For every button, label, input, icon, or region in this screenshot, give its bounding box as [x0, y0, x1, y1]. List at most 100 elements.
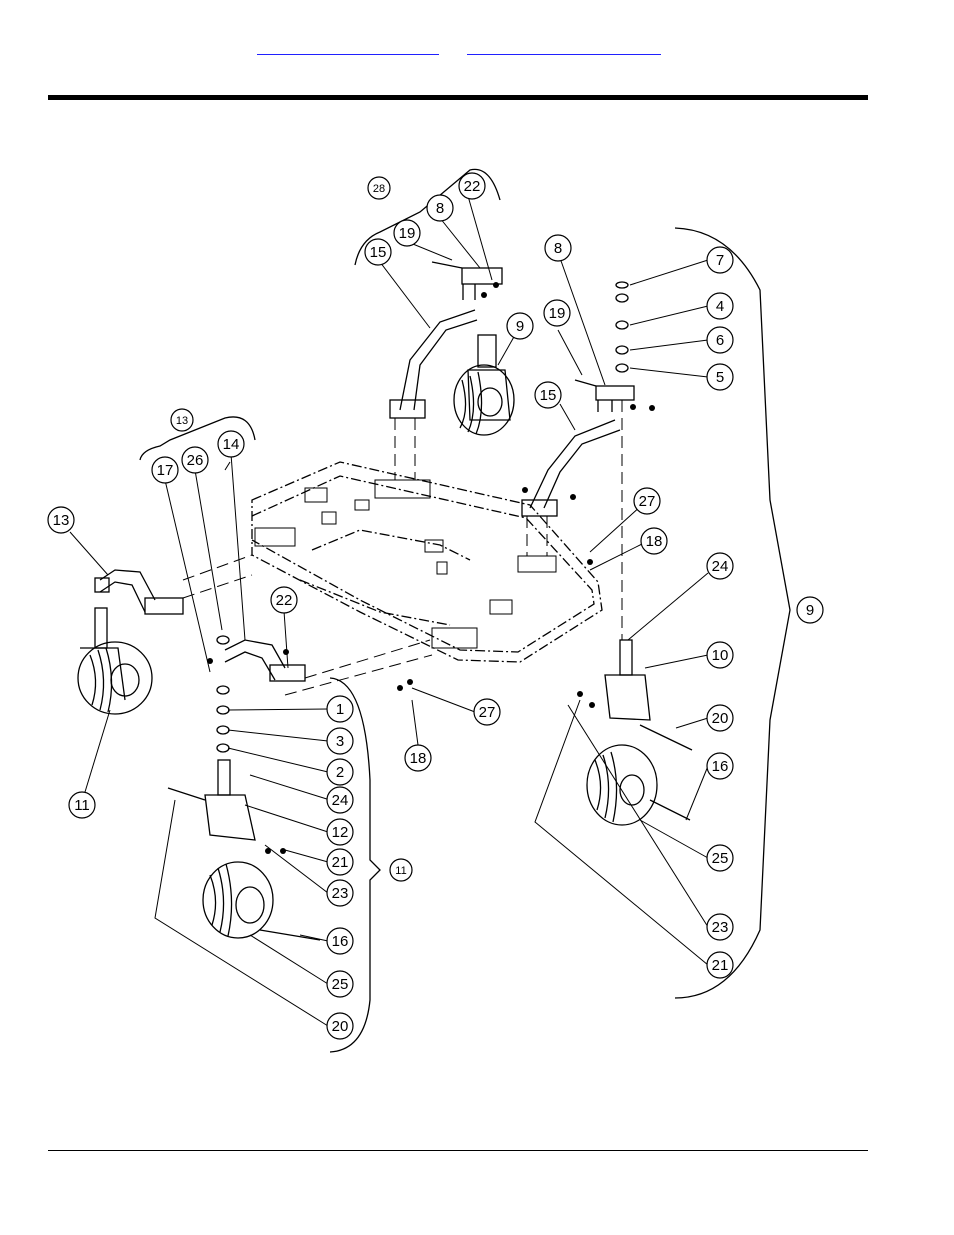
rear-caster-arm-right	[522, 420, 620, 516]
callout-label: 9	[806, 602, 814, 619]
leader-lines	[70, 196, 708, 1026]
callout-label: 3	[336, 733, 344, 750]
callout-9: 9	[797, 597, 823, 623]
spindle-washer-stack-left	[217, 636, 229, 752]
callout-label: 22	[464, 178, 481, 195]
bolt-upper	[432, 262, 462, 268]
callout-12: 12	[327, 819, 353, 845]
callout-15: 15	[365, 239, 391, 265]
caster-wheel-front-right	[587, 640, 692, 825]
callout-19: 19	[394, 220, 420, 246]
callout-label: 20	[712, 710, 729, 727]
callout-label: 24	[712, 558, 729, 575]
callout-label: 17	[157, 462, 174, 479]
callout-13: 13	[171, 409, 193, 431]
bolt-right	[575, 380, 596, 386]
callout-label: 28	[373, 183, 385, 195]
callout-8: 8	[545, 235, 571, 261]
callout-label: 23	[712, 919, 729, 936]
callout-22: 22	[459, 173, 485, 199]
callout-label: 19	[549, 305, 566, 322]
callout-label: 26	[187, 452, 204, 469]
callout-27: 27	[474, 699, 500, 725]
callout-label: 12	[332, 824, 349, 841]
callout-23: 23	[707, 914, 733, 940]
callout-21: 21	[707, 952, 733, 978]
callout-27: 27	[634, 488, 660, 514]
callout-label: 4	[716, 298, 724, 315]
callout-6: 6	[707, 327, 733, 353]
callout-label: 27	[479, 704, 496, 721]
callout-label: 21	[332, 854, 349, 871]
callout-label: 13	[176, 415, 188, 427]
callout-15: 15	[535, 382, 561, 408]
hardware-nuts	[207, 282, 655, 854]
rear-caster-arm-left	[390, 310, 477, 418]
callout-label: 14	[223, 436, 240, 453]
callout-label: 11	[74, 797, 90, 814]
callout-label: 16	[712, 758, 729, 775]
callout-label: 15	[540, 387, 557, 404]
callout-label: 18	[646, 533, 663, 550]
callout-23: 23	[327, 880, 353, 906]
callout-19: 19	[544, 300, 570, 326]
callout-20: 20	[327, 1013, 353, 1039]
callout-label: 13	[53, 512, 70, 529]
callout-11: 11	[69, 792, 95, 818]
front-arm-middle	[225, 640, 305, 681]
callout-25: 25	[707, 845, 733, 871]
callout-label: 16	[332, 933, 349, 950]
callout-20: 20	[707, 705, 733, 731]
callout-10: 10	[707, 642, 733, 668]
callout-21: 21	[327, 849, 353, 875]
callout-4: 4	[707, 293, 733, 319]
callout-label: 27	[639, 493, 656, 510]
callout-25: 25	[327, 971, 353, 997]
callout-label: 24	[332, 792, 349, 809]
callout-label: 9	[516, 318, 524, 335]
callout-label: 25	[332, 976, 349, 993]
callout-18: 18	[405, 745, 431, 771]
callout-9: 9	[507, 313, 533, 339]
callout-24: 24	[707, 553, 733, 579]
callout-label: 8	[554, 240, 562, 257]
callout-label: 6	[716, 332, 724, 349]
callout-28: 28	[368, 177, 390, 199]
callout-label: 7	[716, 252, 724, 269]
callout-17: 17	[152, 457, 178, 483]
callout-18: 18	[641, 528, 667, 554]
callout-14: 14	[218, 431, 244, 457]
callout-label: 11	[395, 865, 406, 877]
assembly-lines	[183, 400, 622, 695]
callout-label: 1	[336, 701, 344, 718]
callout-7: 7	[707, 247, 733, 273]
callout-label: 19	[399, 225, 416, 242]
callout-label: 25	[712, 850, 729, 867]
callout-1: 1	[327, 696, 353, 722]
callout-label: 23	[332, 885, 349, 902]
callout-5: 5	[707, 364, 733, 390]
callout-label: 18	[410, 750, 427, 767]
callout-24: 24	[327, 787, 353, 813]
callout-label: 8	[436, 200, 444, 217]
callout-16: 16	[327, 928, 353, 954]
pivot-bracket-right	[596, 386, 634, 412]
callout-label: 10	[712, 647, 729, 664]
front-arm-left	[95, 570, 183, 614]
callout-2: 2	[327, 759, 353, 785]
callout-22: 22	[271, 587, 297, 613]
callout-label: 22	[276, 592, 293, 609]
callout-3: 3	[327, 728, 353, 754]
callout-label: 20	[332, 1018, 349, 1035]
caster-wheel-front-left	[78, 608, 152, 714]
callout-8: 8	[427, 195, 453, 221]
callout-11: 11	[390, 859, 412, 881]
caster-wheel-rear	[454, 335, 514, 435]
callout-16: 16	[707, 753, 733, 779]
callout-13: 13	[48, 507, 74, 533]
callout-26: 26	[182, 447, 208, 473]
spindle-washer-stack	[616, 282, 628, 372]
caster-wheel-front-middle	[168, 760, 320, 940]
callout-label: 5	[716, 369, 724, 386]
